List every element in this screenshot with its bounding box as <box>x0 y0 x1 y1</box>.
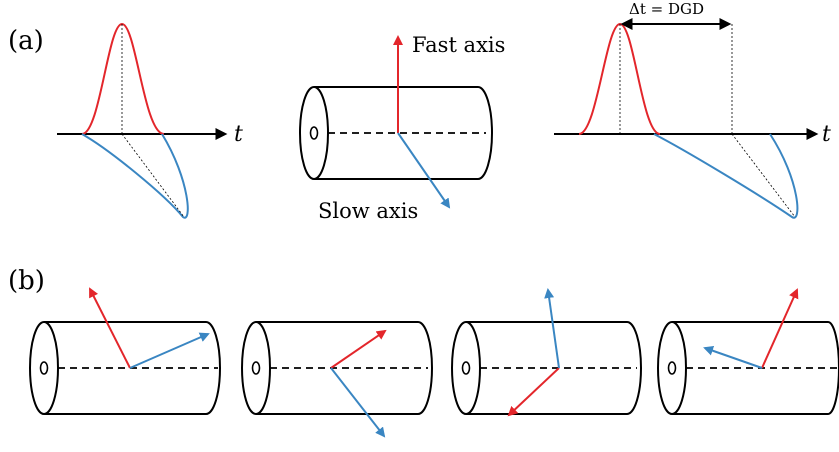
slow-axis-arrow <box>397 132 451 209</box>
fiber-segment-a <box>299 35 493 209</box>
time-axis-label-right: t <box>822 122 831 147</box>
fast-axis-arrow <box>89 287 131 369</box>
fiber-core-icon <box>309 126 319 140</box>
fast-axis-arrow <box>507 367 560 417</box>
fiber-core-icon <box>251 361 261 375</box>
slow-axis-label: Slow axis <box>318 199 419 223</box>
slow-pulse-delayed-guide <box>731 133 796 218</box>
time-axis-label-left: t <box>234 122 243 147</box>
input-pulse-plot <box>57 22 228 219</box>
panel-b-label: (b) <box>8 266 45 296</box>
fiber-segment-b3 <box>451 288 642 417</box>
slow-pulse-output <box>653 133 799 219</box>
slow-axis-arrow <box>330 367 386 438</box>
fiber-core-icon <box>667 361 677 375</box>
slow-axis-arrow <box>129 332 210 369</box>
fast-axis-label: Fast axis <box>412 33 506 57</box>
output-pulse-plot <box>554 18 819 219</box>
fiber-end-face <box>299 86 329 180</box>
slow-axis-arrow <box>544 288 560 369</box>
fast-axis-arrow <box>330 329 387 369</box>
slow-pulse-input <box>81 133 189 219</box>
fiber-segment-b4 <box>657 288 839 415</box>
fiber-segment-b2 <box>241 321 433 438</box>
slow-pulse-peak-guide <box>121 133 185 218</box>
fiber-segment-b1 <box>29 287 221 415</box>
fiber-outline <box>314 86 493 180</box>
dgd-label: Δt = DGD <box>629 0 704 18</box>
fiber-core-icon <box>461 361 471 375</box>
fast-axis-arrow <box>761 288 799 369</box>
slow-axis-arrow <box>703 345 763 369</box>
fast-pulse-input <box>81 22 165 135</box>
fiber-core-icon <box>39 361 49 375</box>
panel-a-label: (a) <box>8 26 44 56</box>
fast-pulse-output <box>578 22 661 135</box>
